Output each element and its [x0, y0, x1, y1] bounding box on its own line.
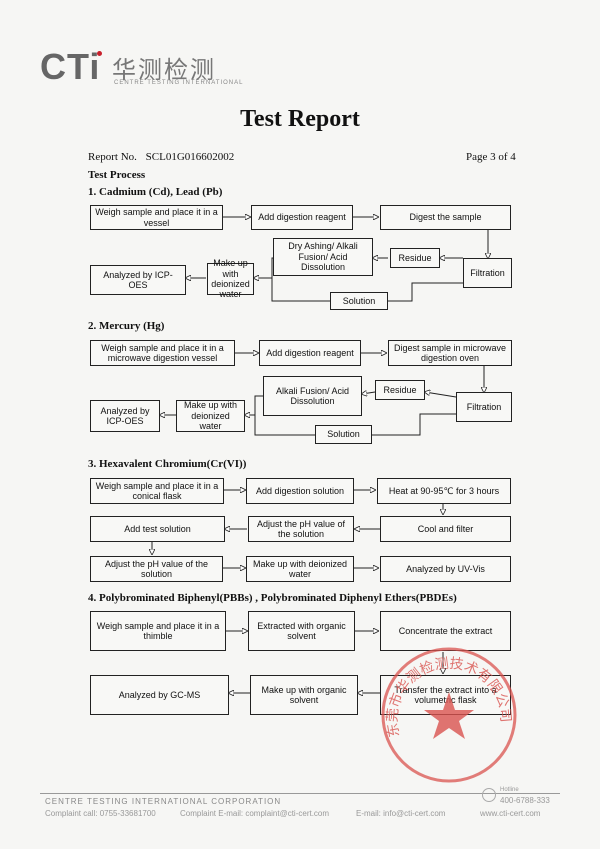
s4-transfer-box: Transfer the extract into a volumetric f…: [380, 675, 511, 715]
s1-analyzed-box: Analyzed by ICP-OES: [90, 265, 186, 295]
s2-solution-box: Solution: [315, 425, 372, 444]
s1-filtration-box: Filtration: [463, 258, 512, 288]
logo-text: CTi: [40, 46, 101, 87]
logo-chinese-name: 华测检测: [112, 56, 216, 84]
logo-english-name: CENTRE TESTING INTERNATIONAL: [114, 80, 244, 86]
footer-email: E-mail: info@cti-cert.com: [356, 809, 446, 818]
s3-analyzed-box: Analyzed by UV-Vis: [380, 556, 511, 582]
report-number-value: SCL01G016602002: [145, 151, 235, 163]
s1-makeup-box: Make up with deionized water: [207, 258, 254, 299]
page-title: Test Report: [240, 106, 360, 132]
s4-analyzed-box: Analyzed by GC-MS: [90, 675, 229, 715]
s1-solution-box: Solution: [330, 292, 388, 310]
report-number-label: Report No.: [88, 151, 137, 163]
section-2-title: 2. Mercury (Hg): [88, 320, 165, 332]
s2-add-box: Add digestion reagent: [259, 340, 361, 366]
footer-hotline-number: 400-6788-333: [500, 796, 550, 805]
company-seal-stamp: 东莞市华测检测技术有限公司: [381, 647, 517, 783]
s4-makeup-box: Make up with organic solvent: [250, 675, 358, 715]
s2-filtration-box: Filtration: [456, 392, 512, 422]
footer-complaint-call: Complaint call: 0755-33681700: [45, 809, 156, 818]
footer-website: www.cti-cert.com: [480, 809, 541, 818]
s1-weigh-box: Weigh sample and place it in a vessel: [90, 205, 223, 230]
s2-residue-box: Residue: [375, 380, 425, 400]
s1-add-box: Add digestion reagent: [251, 205, 353, 230]
s4-extract-box: Extracted with organic solvent: [248, 611, 355, 651]
s2-makeup-box: Make up with deionized water: [176, 400, 245, 432]
s2-alkali-box: Alkali Fusion/ Acid Dissolution: [263, 376, 362, 416]
s3-weigh-box: Weigh sample and place it in a conical f…: [90, 478, 224, 504]
footer-complaint-email: Complaint E-mail: complaint@cti-cert.com: [180, 809, 330, 818]
page-info: Page 3 of 4: [466, 151, 516, 163]
s3-makeup-box: Make up with deionized water: [246, 556, 354, 582]
s4-weigh-box: Weigh sample and place it in a thimble: [90, 611, 226, 651]
seal-star-icon: [424, 692, 474, 739]
s1-residue-box: Residue: [390, 248, 440, 268]
phone-icon: [482, 788, 496, 802]
s3-cool-box: Cool and filter: [380, 516, 511, 542]
report-number: Report No. SCL01G016602002: [88, 151, 234, 163]
s3-adjust-ph-box: Adjust the pH value of the solution: [90, 556, 223, 582]
s3-heat-box: Heat at 90-95℃ for 3 hours: [377, 478, 511, 504]
s3-add-box: Add digestion solution: [246, 478, 354, 504]
s3-addtest-box: Add test solution: [90, 516, 225, 542]
s2-digest-box: Digest sample in microwave digestion ove…: [388, 340, 512, 366]
s3-adjust-box: Adjust the pH value of the solution: [248, 516, 354, 542]
process-title: Test Process: [88, 169, 146, 181]
section-1-title: 1. Cadmium (Cd), Lead (Pb): [88, 186, 223, 198]
footer-org-name: CENTRE TESTING INTERNATIONAL CORPORATION: [45, 797, 282, 806]
s2-analyzed-box: Analyzed by ICP-OES: [90, 400, 160, 432]
s4-concentrate-box: Concentrate the extract: [380, 611, 511, 651]
footer-hotline-label: Hotline: [500, 787, 519, 793]
s2-weigh-box: Weigh sample and place it in a microwave…: [90, 340, 235, 366]
footer-divider: [40, 793, 560, 794]
logo-dot: [97, 51, 102, 56]
section-4-title: 4. Polybrominated Biphenyl(PBBs) , Polyb…: [88, 592, 457, 604]
section-3-title: 3. Hexavalent Chromium(Cr(VI)): [88, 458, 247, 470]
s1-digest-box: Digest the sample: [380, 205, 511, 230]
s1-dry-ashing-box: Dry Ashing/ Alkali Fusion/ Acid Dissolut…: [273, 238, 373, 276]
